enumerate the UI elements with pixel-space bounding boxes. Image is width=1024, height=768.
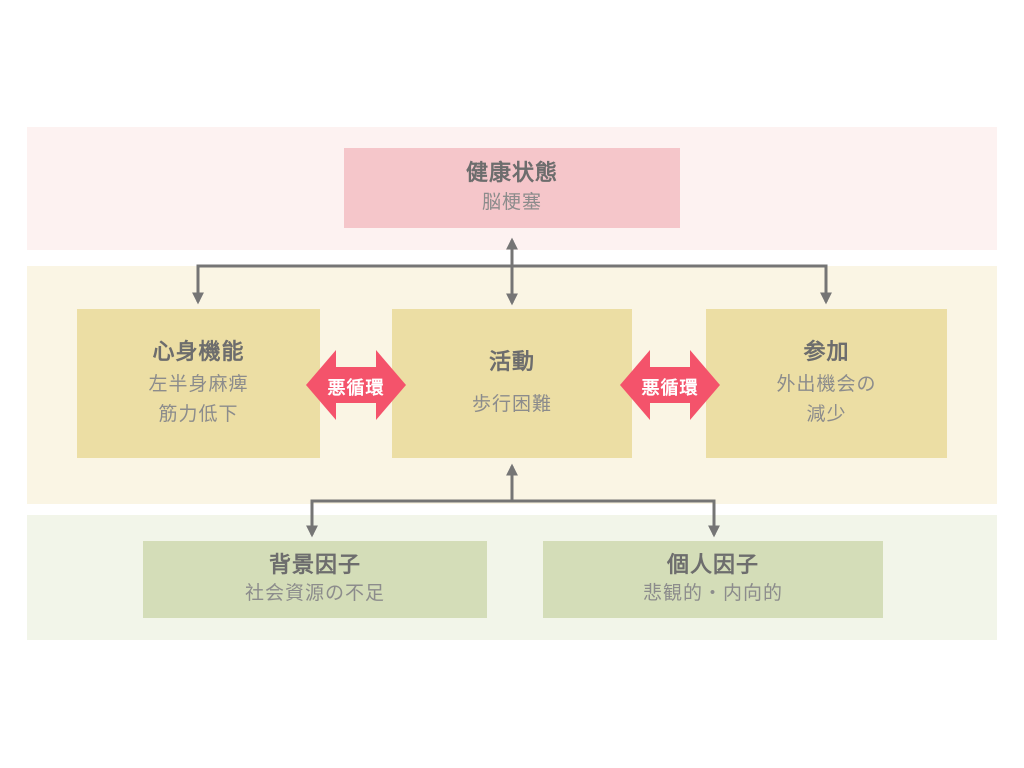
participation-line1: 外出機会の — [776, 374, 877, 396]
body-function-line1: 左半身麻痺 — [148, 374, 249, 396]
vicious-cycle-label-left: 悪循環 — [327, 378, 385, 398]
participation-box: 参加 外出機会の 減少 — [706, 309, 947, 458]
health-state-title: 健康状態 — [465, 160, 558, 186]
personal-factor-box: 個人因子 悲観的・内向的 — [543, 541, 883, 618]
participation-line2: 減少 — [806, 404, 847, 426]
vicious-cycle-label-right: 悪循環 — [641, 378, 699, 398]
activity-line1: 歩行困難 — [471, 394, 552, 416]
health-state-box: 健康状態 脳梗塞 — [344, 148, 680, 228]
activity-box: 活動 歩行困難 — [392, 309, 632, 458]
background-factor-box: 背景因子 社会資源の不足 — [143, 541, 487, 618]
personal-factor-title: 個人因子 — [666, 551, 759, 577]
body-function-title: 心身機能 — [152, 338, 245, 364]
background-factor-title: 背景因子 — [268, 551, 361, 577]
body-function-box: 心身機能 左半身麻痺 筋力低下 — [77, 309, 320, 458]
participation-title: 参加 — [803, 338, 850, 364]
personal-factor-subtitle: 悲観的・内向的 — [642, 583, 783, 605]
health-state-subtitle: 脳梗塞 — [481, 191, 542, 213]
background-factor-subtitle: 社会資源の不足 — [244, 583, 385, 605]
body-function-line2: 筋力低下 — [158, 404, 239, 426]
activity-title: 活動 — [488, 348, 535, 374]
